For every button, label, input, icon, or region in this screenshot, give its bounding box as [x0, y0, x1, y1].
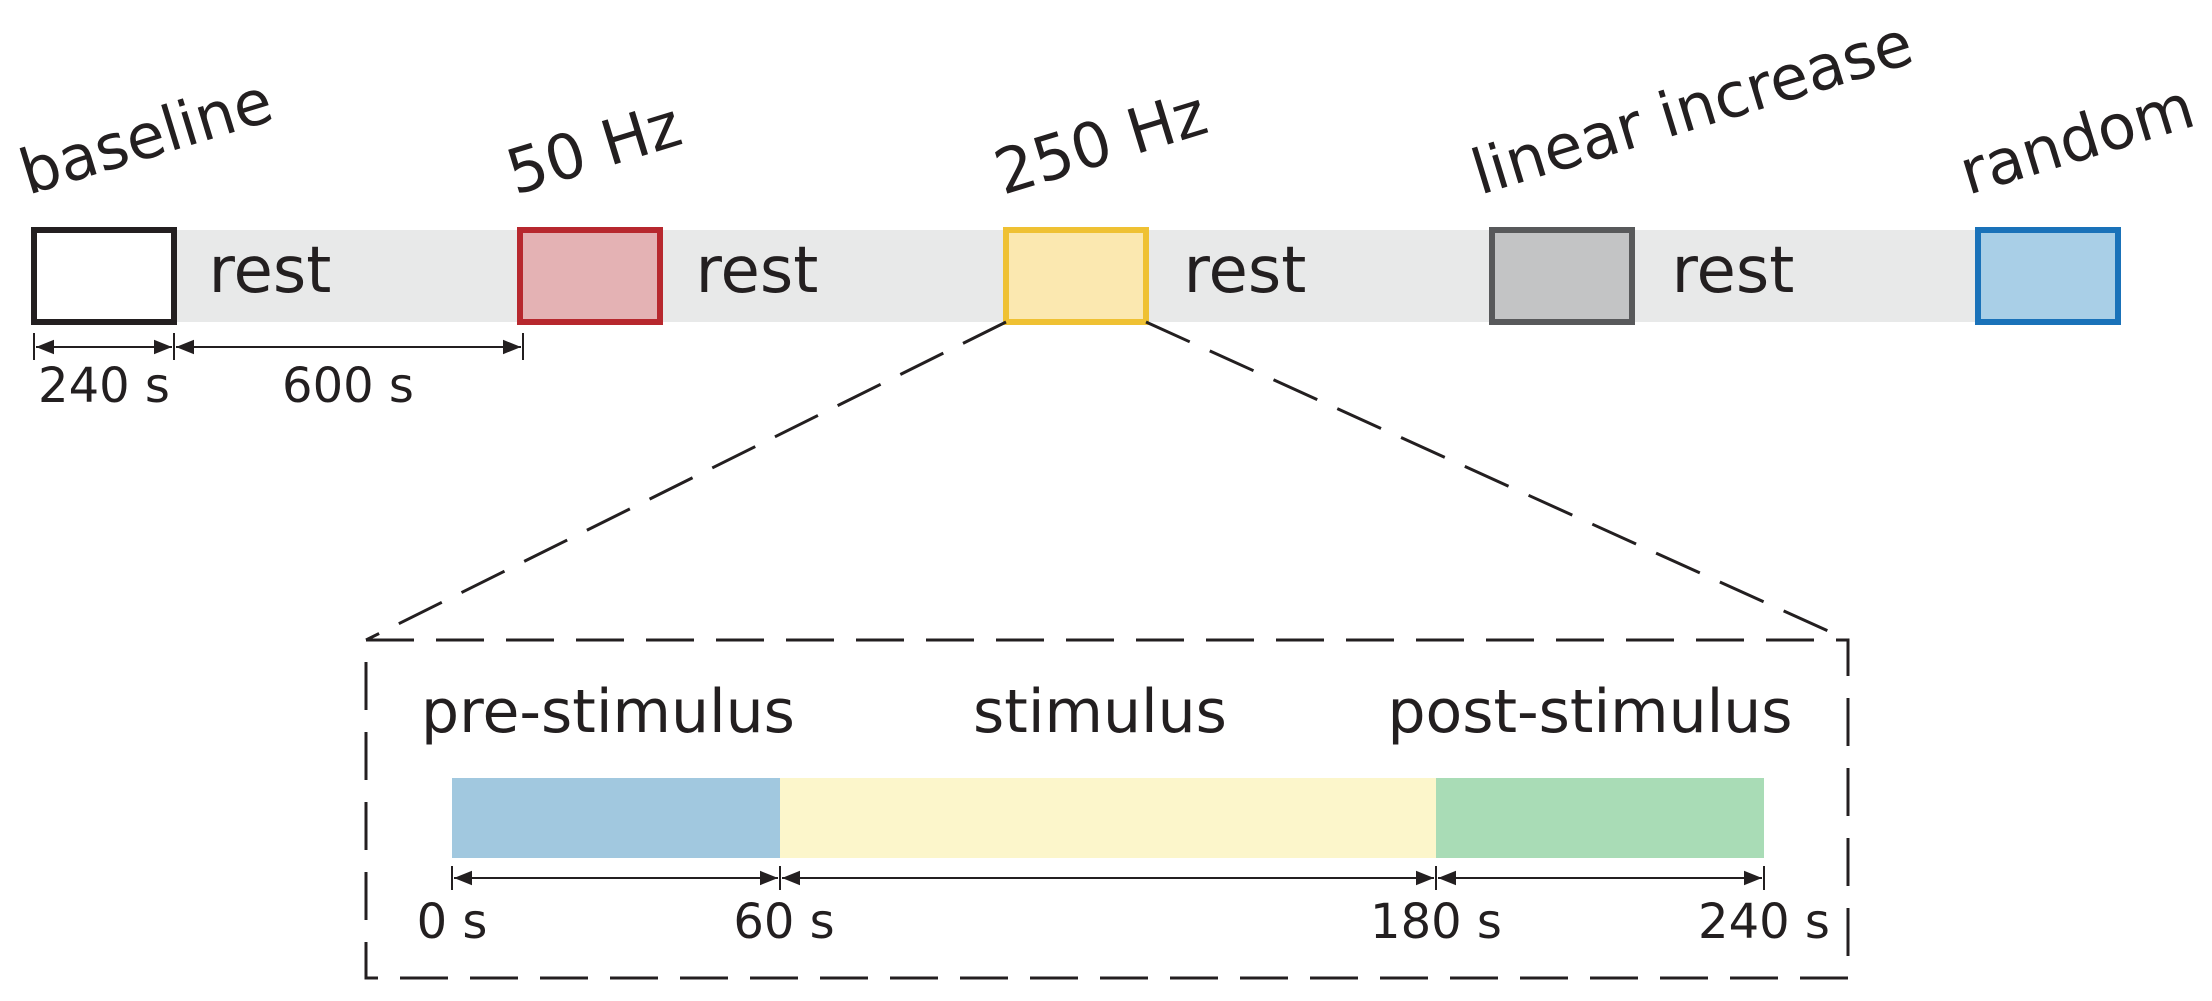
block-label-50hz: 50 Hz: [498, 88, 689, 210]
time-tick-180s: 180 s: [1370, 894, 1502, 950]
zoom-line-left: [365, 320, 1007, 642]
block-label-linear-increase: linear increase: [1463, 6, 1921, 209]
rest-label-2: rest: [696, 234, 819, 308]
zoom-lines: [365, 320, 1849, 642]
time-tick-240s: 240 s: [1698, 894, 1830, 950]
block-baseline: [31, 227, 177, 325]
phase-pre-stimulus: [452, 778, 780, 858]
phase-dimension-arrows: [451, 866, 1765, 890]
rest-label-4: rest: [1672, 234, 1795, 308]
phase-label-stimulus: stimulus: [973, 677, 1227, 747]
block-linear-increase: [1489, 227, 1635, 325]
phase-bar: [452, 778, 1764, 858]
duration-annotations: [33, 333, 524, 360]
phase-post-stimulus: [1436, 778, 1764, 858]
phase-label-pre-stimulus: pre-stimulus: [421, 677, 795, 747]
block-label-random: random: [1951, 69, 2202, 209]
block-label-250hz: 250 Hz: [986, 76, 1215, 209]
zoom-box: [364, 638, 1850, 980]
block-random: [1975, 227, 2121, 325]
rest-duration-label: 600 s: [282, 358, 414, 414]
rest-label-3: rest: [1184, 234, 1307, 308]
block-duration-label: 240 s: [38, 358, 170, 414]
block-label-baseline: baseline: [11, 64, 281, 210]
time-tick-60s: 60 s: [733, 894, 834, 950]
rest-label-1: rest: [209, 234, 332, 308]
phase-stimulus: [780, 778, 1436, 858]
block-250hz: [1003, 227, 1149, 325]
time-tick-0s: 0 s: [417, 894, 488, 950]
zoom-line-right: [1145, 320, 1849, 642]
phase-label-post-stimulus: post-stimulus: [1387, 677, 1792, 747]
block-50hz: [517, 227, 663, 325]
session-timeline: rest rest rest rest baseline 50 Hz 250 H…: [11, 6, 2202, 325]
